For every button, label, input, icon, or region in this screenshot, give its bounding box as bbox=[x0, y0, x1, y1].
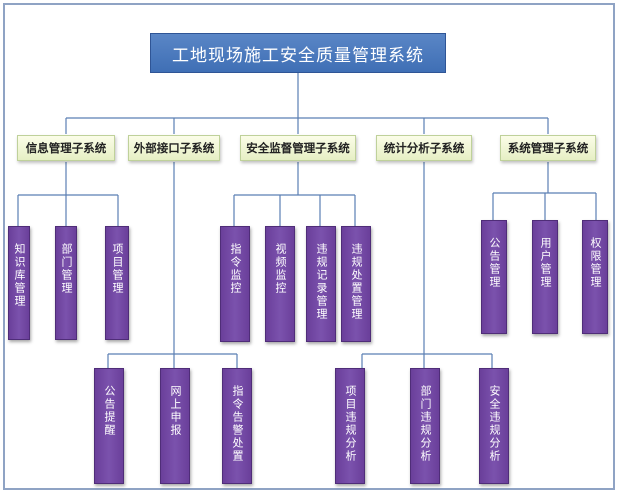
leaf-label: 用户管理 bbox=[539, 237, 552, 289]
root-system-title: 工地现场施工安全质量管理系统 bbox=[150, 33, 446, 73]
leaf-knowledge-base: 知识库管理 bbox=[8, 226, 30, 340]
subsystem-info-management: 信息管理子系统 bbox=[17, 135, 115, 161]
subsystem-system-management: 系统管理子系统 bbox=[500, 135, 596, 161]
subsystem-external-interface: 外部接口子系统 bbox=[128, 135, 220, 161]
leaf-online-declaration: 网上申报 bbox=[160, 368, 190, 484]
leaf-label: 项目管理 bbox=[111, 243, 124, 295]
subsystem-statistics-analysis: 统计分析子系统 bbox=[376, 135, 472, 161]
leaf-announcement-management: 公告管理 bbox=[481, 220, 507, 334]
leaf-label: 指令告警处置 bbox=[231, 385, 244, 463]
leaf-department-violation-analysis: 部门违规分析 bbox=[410, 368, 440, 484]
leaf-project: 项目管理 bbox=[105, 226, 129, 340]
leaf-label: 公告提醒 bbox=[103, 385, 116, 437]
leaf-label: 违规记录管理 bbox=[315, 243, 328, 321]
leaf-label: 知识库管理 bbox=[13, 243, 26, 308]
leaf-command-monitor: 指令监控 bbox=[220, 226, 250, 342]
leaf-announcement-reminder: 公告提醒 bbox=[94, 368, 124, 484]
leaf-label: 视频监控 bbox=[274, 243, 287, 295]
leaf-label: 部门违规分析 bbox=[419, 385, 432, 463]
leaf-label: 权限管理 bbox=[589, 237, 602, 289]
leaf-label: 指令监控 bbox=[229, 243, 242, 295]
leaf-label: 部门管理 bbox=[60, 243, 73, 295]
leaf-violation-handling: 违规处置管理 bbox=[341, 226, 371, 342]
leaf-user-management: 用户管理 bbox=[532, 220, 558, 334]
leaf-video-monitor: 视频监控 bbox=[265, 226, 295, 342]
leaf-command-alarm: 指令告警处置 bbox=[222, 368, 252, 484]
leaf-label: 公告管理 bbox=[488, 237, 501, 289]
subsystem-safety-supervision: 安全监督管理子系统 bbox=[240, 135, 356, 161]
leaf-label: 网上申报 bbox=[169, 385, 182, 437]
leaf-violation-record: 违规记录管理 bbox=[306, 226, 336, 342]
leaf-safety-violation-analysis: 安全违规分析 bbox=[479, 368, 509, 484]
leaf-project-violation-analysis: 项目违规分析 bbox=[335, 368, 365, 484]
leaf-department: 部门管理 bbox=[55, 226, 77, 340]
leaf-label: 项目违规分析 bbox=[344, 385, 357, 463]
leaf-label: 安全违规分析 bbox=[488, 385, 501, 463]
leaf-permission-management: 权限管理 bbox=[582, 220, 608, 334]
leaf-label: 违规处置管理 bbox=[350, 243, 363, 321]
